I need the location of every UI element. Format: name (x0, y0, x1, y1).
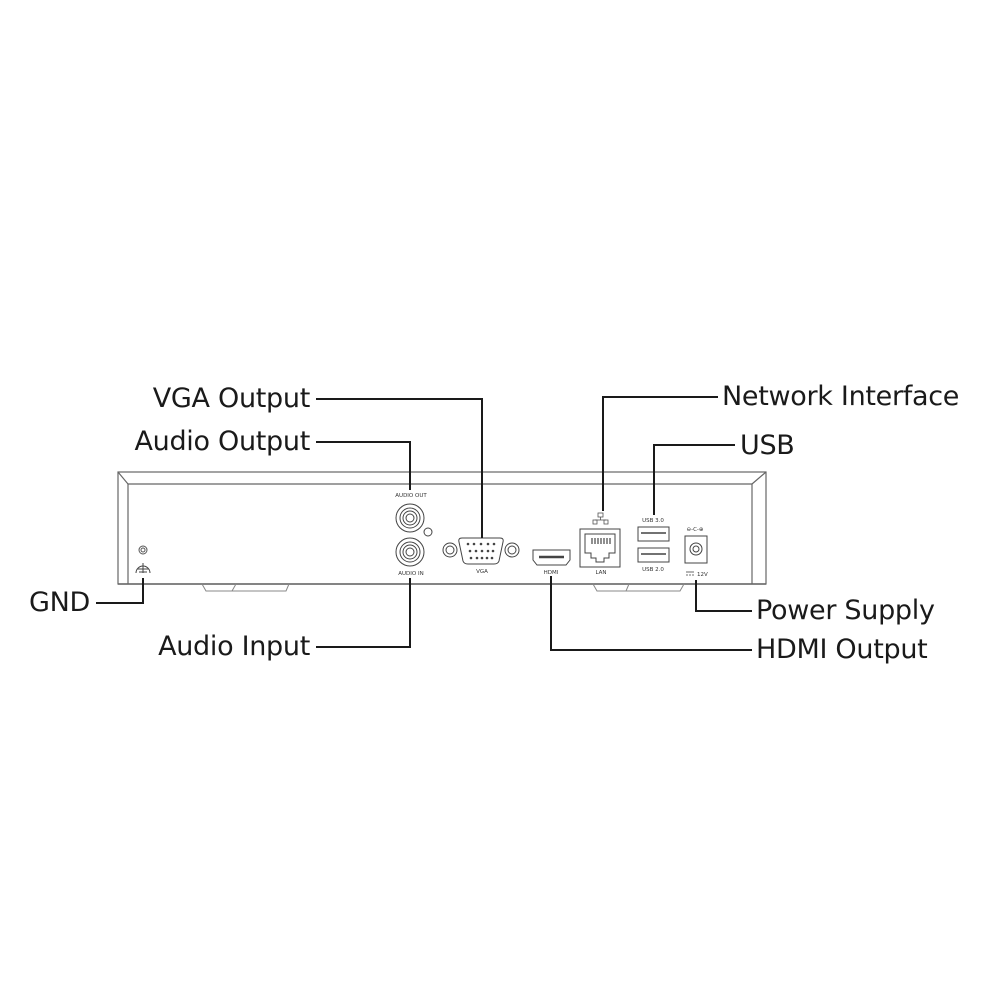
leader-gnd (96, 578, 144, 604)
audio-in-panel-label: AUDIO IN (398, 571, 423, 577)
callout-usb: USB (740, 430, 795, 461)
polarity-label: ⊖-C-⊕ (686, 527, 703, 533)
leader-vga (316, 398, 483, 538)
power-jack (684, 535, 708, 564)
network-icon (592, 512, 609, 525)
callout-vga-output: VGA Output (152, 383, 311, 414)
ground-terminal (138, 545, 148, 555)
callout-hdmi-output: HDMI Output (756, 634, 928, 665)
chassis-feet (201, 583, 685, 592)
audio-out-panel-label: AUDIO OUT (395, 493, 427, 499)
callout-network-interface: Network Interface (722, 381, 960, 412)
usb2-panel-label: USB 2.0 (642, 567, 664, 573)
lan-port (579, 528, 621, 568)
lan-panel-label: LAN (595, 570, 606, 576)
leader-usb (653, 444, 735, 515)
leader-hdmi (550, 576, 752, 651)
callout-audio-output: Audio Output (134, 426, 310, 457)
vga-panel-label: VGA (476, 569, 488, 575)
usb3-port (637, 526, 670, 542)
audio-in-jack (395, 537, 425, 567)
leader-audio-input (316, 578, 411, 648)
power-voltage-label: 12V (697, 572, 708, 578)
usb2-port (637, 547, 670, 563)
chassis (117, 471, 767, 585)
ground-icon (135, 563, 151, 574)
hdmi-panel-label: HDMI (544, 570, 559, 576)
leader-audio-output (316, 441, 411, 490)
callout-audio-input: Audio Input (158, 631, 310, 662)
leader-lines (96, 396, 752, 651)
audio-indicator (423, 527, 433, 537)
audio-out-jack (395, 503, 425, 533)
callout-gnd: GND (28, 587, 90, 618)
dc-icon (686, 571, 694, 576)
vga-port (442, 537, 520, 565)
usb3-panel-label: USB 3.0 (642, 518, 664, 524)
leader-power (695, 580, 752, 612)
leader-network (602, 396, 718, 511)
hdmi-port (532, 549, 571, 566)
callout-power-supply: Power Supply (756, 595, 935, 626)
